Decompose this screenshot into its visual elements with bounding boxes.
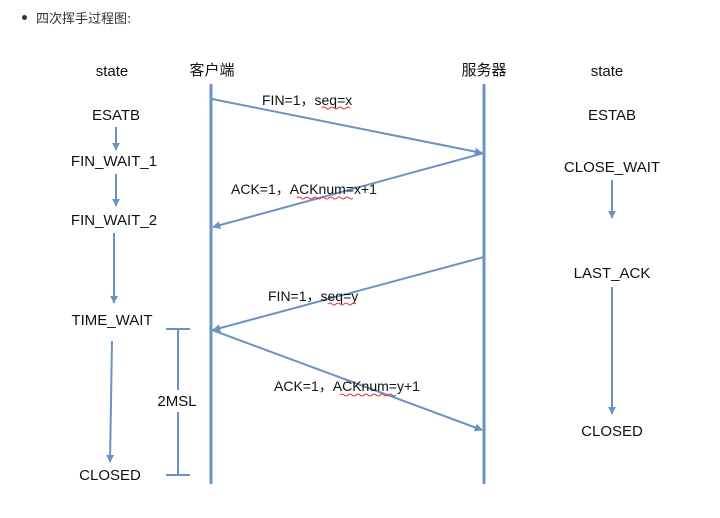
client-state-fin-wait-2: FIN_WAIT_2 bbox=[71, 212, 157, 229]
client-state-fin-wait-1: FIN_WAIT_1 bbox=[71, 153, 157, 170]
server-label: 服务器 bbox=[461, 61, 506, 79]
client-state-header: state bbox=[96, 63, 129, 80]
server-state-closed: CLOSED bbox=[581, 423, 643, 440]
spellcheck-underline bbox=[327, 302, 357, 306]
heading-text: 四次挥手过程图: bbox=[36, 11, 132, 27]
spellcheck-underline bbox=[296, 196, 354, 200]
server-state-last-ack: LAST_ACK bbox=[574, 265, 651, 282]
ack1-arrow bbox=[212, 152, 485, 229]
msl-label: 2MSL bbox=[157, 393, 196, 410]
client-state-closed: CLOSED bbox=[79, 467, 141, 484]
client-state-arrow bbox=[106, 340, 115, 463]
spellcheck-underline bbox=[339, 393, 397, 397]
fin2-arrow bbox=[212, 256, 485, 332]
server-state-close-wait: CLOSE_WAIT bbox=[564, 159, 660, 176]
ack2-label: ACK=1，ACKnum=y+1 bbox=[274, 378, 420, 394]
ack1-label: ACK=1，ACKnum=x+1 bbox=[231, 181, 377, 197]
client-state-time-wait: TIME_WAIT bbox=[71, 312, 152, 329]
spellcheck-underline bbox=[321, 106, 351, 110]
server-state-estab: ESTAB bbox=[588, 107, 636, 124]
fin1-label: FIN=1，seq=x bbox=[262, 92, 352, 108]
msl-label-bg bbox=[148, 390, 206, 412]
client-state-esatb: ESATB bbox=[92, 107, 140, 124]
ack2-arrow bbox=[211, 329, 483, 432]
bullet-icon bbox=[22, 14, 27, 20]
fin2-label: FIN=1，seq=y bbox=[268, 288, 358, 304]
server-state-header: state bbox=[591, 63, 624, 80]
heading: 四次挥手过程图: bbox=[18, 6, 131, 28]
client-label: 客户端 bbox=[189, 61, 234, 79]
fin1-arrow bbox=[211, 98, 483, 156]
